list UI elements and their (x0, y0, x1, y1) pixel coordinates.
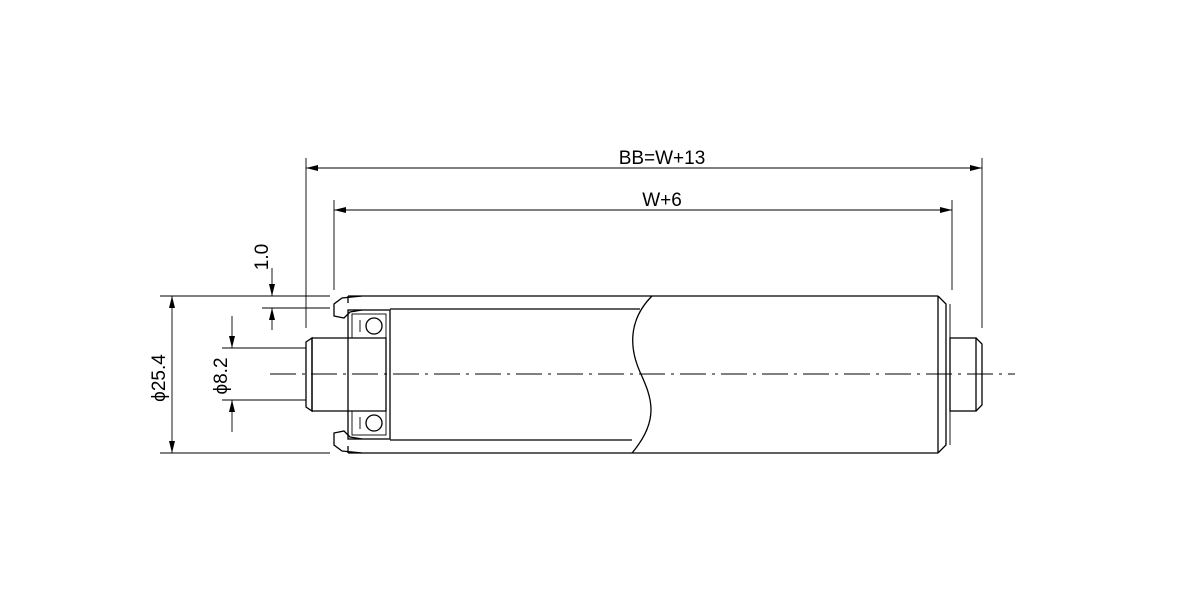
bearing-housing (347, 309, 391, 440)
right-shaft (949, 337, 983, 412)
break-line (631, 295, 653, 454)
flange-offset-label: 1.0 (252, 244, 273, 270)
left-shaft-sleeve (305, 336, 387, 413)
roller-diameter-label: ϕ25.4 (149, 354, 170, 402)
dimension-roller-length: W+6 (333, 190, 953, 290)
roller-length-label: W+6 (642, 190, 682, 211)
left-end-cap (333, 295, 363, 454)
shaft-diameter-label: ϕ8.2 (211, 357, 232, 394)
roller-body (348, 295, 951, 454)
dimension-overall-length: BB=W+13 (305, 148, 983, 328)
overall-length-label: BB=W+13 (619, 148, 706, 169)
dimension-roller-diameter: ϕ25.4 (149, 295, 330, 454)
dimension-flange-offset: 1.0 (252, 244, 330, 330)
dimension-shaft-diameter: ϕ8.2 (211, 316, 306, 432)
